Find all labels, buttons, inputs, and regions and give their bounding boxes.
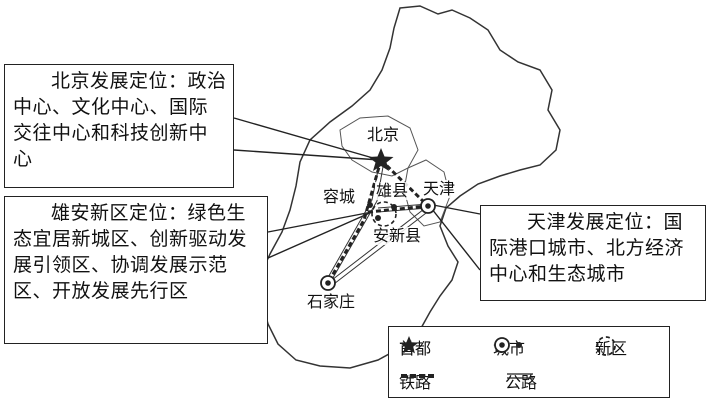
leader-beijing-2 <box>233 149 381 161</box>
rongcheng-dot <box>367 202 373 208</box>
railway-xa-tj <box>367 204 429 214</box>
legend-new-area-label: 新区 <box>595 339 628 358</box>
tianjin-callout: 天津发展定位：国际港口城市、北方经济中心和生态城市 <box>480 205 706 301</box>
highway-sjz-tj-2 <box>329 209 431 288</box>
leader-xiongan-1 <box>267 211 373 233</box>
railway-line-icon <box>401 374 437 378</box>
highway-xa-tj <box>377 203 429 209</box>
legend-new-area: 新区 <box>595 335 627 359</box>
label-anxin: 安新县 <box>372 226 423 245</box>
railways <box>326 158 430 284</box>
railway-bj-sjz <box>326 159 383 284</box>
highway-line-icon <box>507 373 533 379</box>
label-rongcheng: 容城 <box>322 187 357 206</box>
xiongxian-dot <box>391 204 397 210</box>
xiongan-callout: 雄安新区定位：绿色生态宜居新城区、创新驱动发展引领区、协调发展示范区、开放发展先… <box>4 196 268 344</box>
anxin-dot <box>375 215 381 221</box>
shijiazhuang-marker <box>320 275 336 291</box>
highways <box>325 159 431 288</box>
region-outline <box>259 5 561 369</box>
label-tianjin: 天津 <box>422 179 457 198</box>
map-legend: 首都 城市 新区 铁路 公路 <box>388 326 670 398</box>
highway-bj-sjz-2 <box>329 160 385 284</box>
beijing-callout-text: 北京发展定位：政治中心、文化中心、国际交往中心和科技创新中心 <box>13 70 227 170</box>
legend-highway: 公路 <box>505 369 537 393</box>
city-dot-icon <box>494 337 522 353</box>
legend-city: 城市 <box>493 335 525 359</box>
leader-xiongan-2 <box>267 211 373 259</box>
label-xiongxian: 雄县 <box>375 181 410 200</box>
leader-tianjin-2 <box>427 203 481 271</box>
legend-railway: 铁路 <box>399 369 437 393</box>
xiongan-callout-text: 雄安新区定位：绿色生态宜居新城区、创新驱动发展引领区、协调发展示范区、开放发展先… <box>13 202 248 302</box>
tianjin-marker <box>420 198 436 214</box>
new-area-circle-icon <box>596 336 616 356</box>
xiongan-new-area <box>371 201 397 227</box>
label-shijiazhuang: 石家庄 <box>306 292 357 311</box>
tianjin-callout-text: 天津发展定位：国际港口城市、北方经济中心和生态城市 <box>489 211 685 285</box>
label-beijing: 北京 <box>366 125 401 144</box>
legend-capital: 首都 <box>399 335 431 359</box>
beijing-star-icon <box>368 148 394 171</box>
leader-lines <box>233 117 481 271</box>
capital-star-icon <box>399 336 419 354</box>
leader-beijing-1 <box>233 117 381 161</box>
highway-bj-sjz <box>325 159 381 282</box>
beijing-callout: 北京发展定位：政治中心、文化中心、国际交往中心和科技创新中心 <box>4 64 234 188</box>
leader-tianjin-1 <box>427 203 481 215</box>
